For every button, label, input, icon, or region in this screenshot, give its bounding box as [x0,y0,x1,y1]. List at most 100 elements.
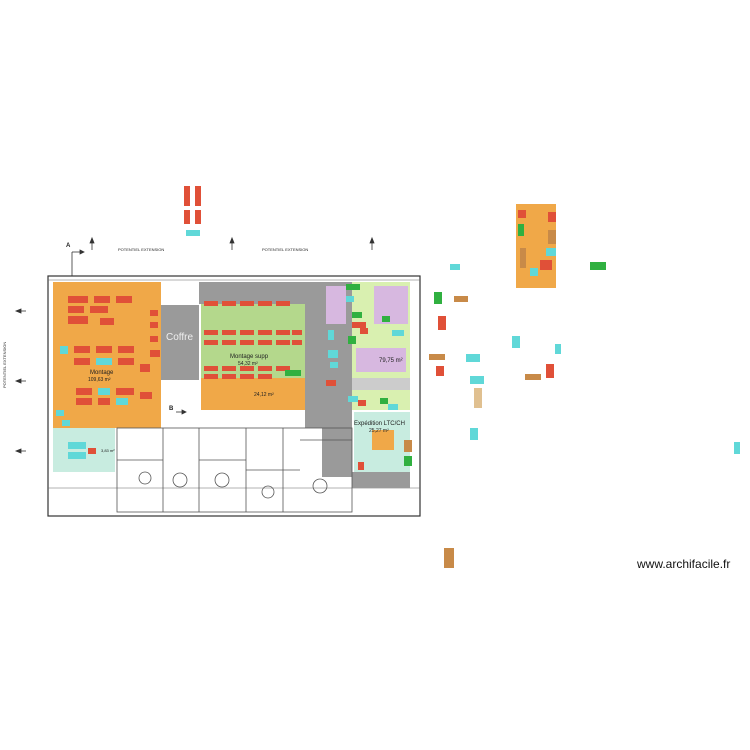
watermark: www.archifacile.fr [637,557,731,571]
rack-block [98,398,110,405]
rack-block [258,301,272,306]
rack-block [68,306,84,313]
rack-block [518,224,524,236]
rack-block [444,548,454,568]
rack-block [240,374,254,379]
marker-b: B [169,406,174,412]
rack-block [530,268,538,276]
rack-block [474,388,482,408]
rack-block [348,396,358,402]
label-coffre: Coffre [166,332,194,343]
rack-block [118,358,134,365]
rack-block [292,330,302,335]
rack-block [540,260,552,270]
rack-block [454,296,468,302]
rack-block [90,306,108,313]
rack-block [98,388,110,395]
rack-block [546,364,554,378]
rack-block [204,301,218,306]
rack-block [326,380,336,386]
rack-block [258,374,272,379]
rack-block [184,210,190,224]
offices [116,427,353,513]
rack-block [358,462,364,470]
rack-block [240,301,254,306]
rack-block [276,330,290,335]
rack-block [380,398,388,404]
rack-block [358,400,366,406]
rack-block [204,340,218,345]
label-montage-supp-name: Montage supp [230,354,269,360]
marker-a: A [66,243,71,249]
rack-block [150,322,158,328]
rack-block [258,330,272,335]
rack-block [74,358,90,365]
rack-block [548,230,556,244]
rack-block [116,398,128,405]
rack-block [525,374,541,380]
rack-block [150,336,158,342]
rack-block [450,264,460,270]
rack-block [140,364,150,372]
rack-block [348,336,356,344]
rack-block [328,330,334,340]
rack-block [404,440,412,452]
rack-block [258,366,272,371]
zone-coffre [161,305,199,380]
rack-block [734,442,740,454]
rack-block [68,442,86,449]
label-montage-name: Montage [90,370,114,376]
rack-block [184,186,190,206]
label-potentiel-extension-side: POTENTIEL EXTENSION [2,341,7,388]
expedition-pallet [372,430,394,450]
rack-block [438,316,446,330]
rack-block [222,330,236,335]
rack-block [62,420,70,426]
label-expedition-name: Expédition LTC/CH [354,421,405,427]
rack-block [276,301,290,306]
rack-block [68,452,86,459]
rack-block [222,366,236,371]
rack-block [590,262,606,270]
rack-blocks [56,186,740,568]
rack-block [76,388,92,395]
rack-block [360,328,368,334]
rack-block [404,456,412,466]
rack-block [436,366,444,376]
label-expedition-area: 25,27 m² [369,428,389,434]
label-montage-supp-area: 54,32 m² [238,361,258,367]
rack-block [222,340,236,345]
rack-block [276,340,290,345]
rack-block [56,410,64,416]
label-potentiel-extension-2: POTENTIEL EXTENSION [262,247,309,252]
rack-block [470,428,478,440]
rack-block [470,376,484,384]
label-montage-area: 109,63 m² [88,377,111,383]
label-zone-24-area: 24,12 m² [254,392,274,398]
rack-block [100,318,114,325]
rack-block [240,330,254,335]
rack-block [520,248,526,268]
rack-block [352,322,366,328]
corridor [199,282,410,488]
label-zone-79-area: 79,75 m² [379,358,403,364]
rack-block [195,210,201,224]
rack-block [204,374,218,379]
rack-block [330,362,338,368]
rack-block [118,346,134,353]
rack-block [346,284,360,290]
rack-block [195,186,201,206]
rack-block [548,212,556,222]
rack-block [68,296,88,303]
zone-79 [326,282,410,410]
rack-block [434,292,442,304]
rack-block [240,366,254,371]
direction-arrows [14,236,375,454]
rack-block [546,248,556,256]
rack-block [88,448,96,454]
rack-block [222,374,236,379]
rack-block [512,336,520,348]
rack-block [116,296,132,303]
rack-block [60,346,68,354]
